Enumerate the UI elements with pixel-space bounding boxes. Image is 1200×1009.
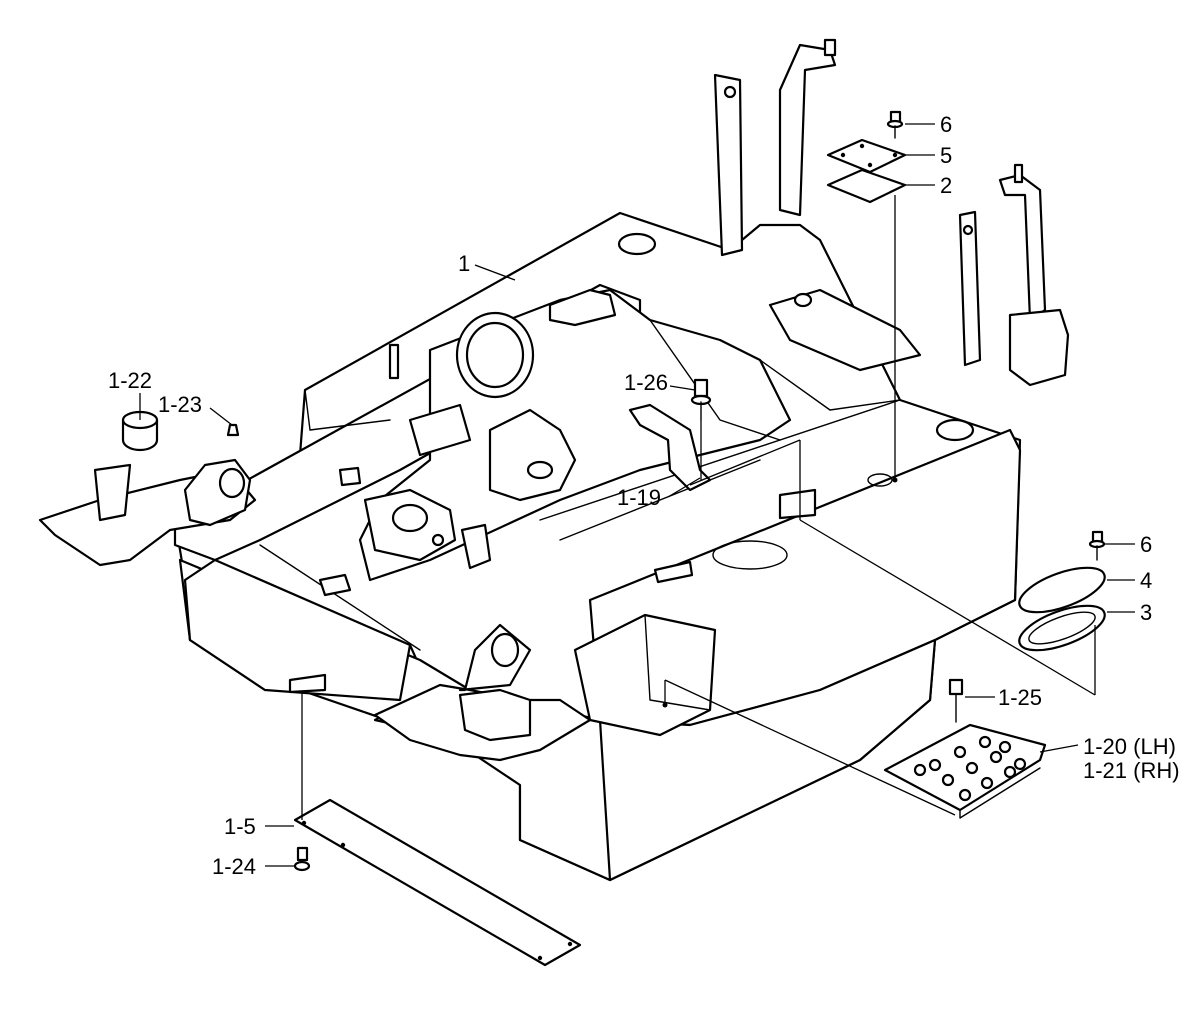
callout-1-5: 1-5 bbox=[224, 814, 256, 839]
callout-1-21-rh: 1-21 (RH) bbox=[1083, 758, 1180, 783]
callout-1-26: 1-26 bbox=[624, 370, 668, 395]
callout-3: 3 bbox=[1140, 600, 1152, 625]
callout-4: 4 bbox=[1140, 568, 1152, 593]
callout-1-25: 1-25 bbox=[998, 685, 1042, 710]
bolt-1-25 bbox=[948, 678, 964, 723]
callout-2: 2 bbox=[940, 173, 952, 198]
leader-lines bbox=[139, 123, 1135, 867]
bottom-plate-1-5 bbox=[293, 798, 582, 967]
callout-1: 1 bbox=[458, 251, 470, 276]
upright-brackets bbox=[713, 38, 1070, 387]
bushing-1-22 bbox=[121, 410, 159, 452]
bolt-6-right bbox=[1088, 530, 1106, 561]
callout-6-right: 6 bbox=[1140, 532, 1152, 557]
left-mount-pad bbox=[38, 458, 257, 567]
bolt-6-top bbox=[886, 110, 904, 139]
cover-plate-4 bbox=[1018, 566, 1106, 614]
callout-1-22: 1-22 bbox=[108, 368, 152, 393]
bolt-1-24 bbox=[293, 846, 311, 872]
callout-1-19: 1-19 bbox=[617, 485, 661, 510]
cross-member bbox=[183, 558, 412, 702]
gasket-2 bbox=[826, 168, 907, 204]
callout-1-23: 1-23 bbox=[158, 392, 202, 417]
callout-6-top: 6 bbox=[940, 112, 952, 137]
callout-1-20-lh: 1-20 (LH) bbox=[1083, 734, 1176, 759]
gasket-3 bbox=[1018, 604, 1106, 652]
fitting-1-23 bbox=[226, 423, 240, 437]
bolt-1-26 bbox=[690, 378, 712, 421]
step-plate bbox=[883, 723, 1047, 819]
cover-plate-5 bbox=[826, 138, 907, 174]
callout-1-24: 1-24 bbox=[212, 854, 256, 879]
callout-5: 5 bbox=[940, 143, 952, 168]
callout-labels: 1 6 5 2 1-22 1-23 1-26 1-19 6 4 3 1-25 1… bbox=[108, 112, 1180, 879]
right-mount-pad bbox=[373, 623, 592, 762]
center-castings bbox=[288, 232, 975, 694]
bracket-1-19 bbox=[628, 403, 712, 492]
frame-assembly bbox=[173, 211, 1022, 882]
